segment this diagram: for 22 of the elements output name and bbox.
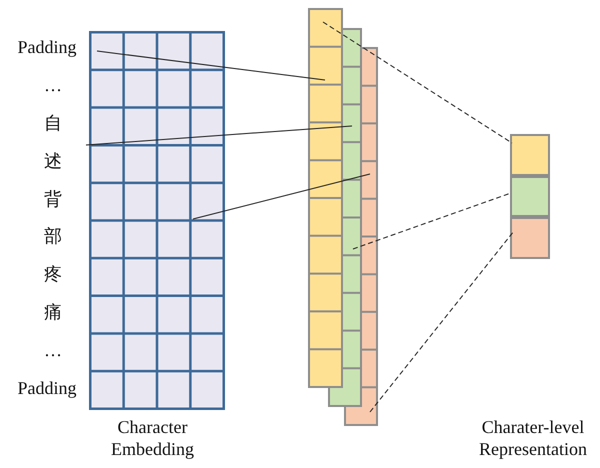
node-label: Charater-level Representation [478,416,588,460]
connector-line [370,230,514,412]
feature-map-stack [308,8,378,426]
connector-line [96,50,326,80]
row-label: Padding [18,36,76,57]
connector-line [192,174,370,220]
connector-line [322,22,512,144]
row-label: 自 [44,112,62,133]
vector-cell [510,134,550,176]
row-label: … [44,74,62,95]
row-label: 痛 [44,302,62,322]
row-label: … [44,340,62,360]
row-label: 部 [44,226,62,246]
connector-line [352,192,512,250]
connector-line [86,126,352,146]
node-label: Character Embedding [110,416,195,460]
row-label: 述 [44,150,62,171]
row-label: Padding [18,378,76,398]
row-label: 背 [44,188,62,209]
row-label: 疼 [44,264,62,284]
vector-cell [510,217,550,259]
vector-cell [510,176,550,217]
